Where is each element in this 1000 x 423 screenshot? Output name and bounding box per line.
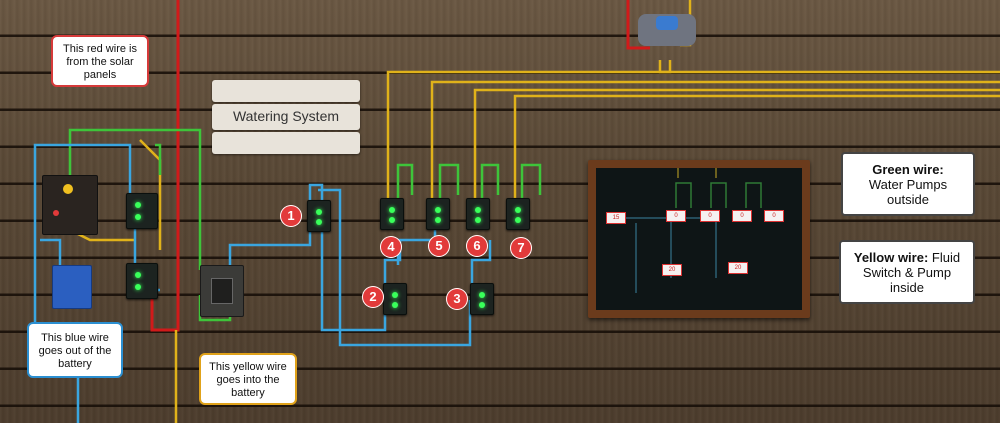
green-wire-legend-text: Water Pumps outside (868, 177, 948, 207)
switch-led-icon (479, 292, 485, 298)
sign-plank (212, 104, 360, 130)
panel-tag: 0 (732, 210, 752, 222)
red-wire (150, 0, 650, 332)
switch-led-icon (515, 207, 521, 213)
panel-tag: 0 (666, 210, 686, 222)
switch-4[interactable] (380, 198, 404, 230)
panel-tag: 0 (764, 210, 784, 222)
yellow-wire-callout: This yellow wire goes into the battery (199, 353, 297, 405)
marker-7: 7 (510, 237, 532, 259)
switch-left-top[interactable] (126, 193, 158, 229)
charge-controller[interactable] (42, 175, 98, 235)
marker-2: 2 (362, 286, 384, 308)
switch-led-icon (316, 219, 322, 225)
switch-left-bottom[interactable] (126, 263, 158, 299)
yellow-wire-legend-title: Yellow wire: (853, 250, 929, 265)
controller-led-icon (53, 210, 59, 216)
water-pump[interactable] (638, 14, 696, 46)
switch-led-icon (316, 209, 322, 215)
marker-3: 3 (446, 288, 468, 310)
box-window-icon (211, 278, 233, 304)
switch-3[interactable] (470, 283, 494, 315)
yellow-wire-legend-text: Fluid Switch & Pump inside (862, 250, 961, 295)
switch-1[interactable] (307, 200, 331, 232)
switch-led-icon (389, 217, 395, 223)
fluid-switch-box[interactable] (200, 265, 244, 317)
battery[interactable] (52, 265, 92, 309)
switch-led-icon (392, 302, 398, 308)
panel-tag: 15 (606, 212, 626, 224)
switch-led-icon (135, 214, 141, 220)
yellow-wire-legend: Yellow wire: Fluid Switch & Pump inside (839, 240, 975, 304)
marker-4: 4 (380, 236, 402, 258)
panel-tag: 0 (700, 210, 720, 222)
watering-system-sign: Watering System (212, 80, 360, 154)
panel-screen: 15 0 0 0 0 20 20 (596, 168, 802, 310)
switch-led-icon (515, 217, 521, 223)
controller-indicator-icon (63, 184, 73, 194)
green-wire-legend: Green wire: Water Pumps outside (841, 152, 975, 216)
switch-led-icon (435, 217, 441, 223)
green-wire-legend-title: Green wire: (872, 162, 944, 177)
pump-motor-icon (656, 16, 678, 30)
sign-plank (212, 132, 360, 154)
switch-led-icon (392, 292, 398, 298)
marker-1: 1 (280, 205, 302, 227)
switch-5[interactable] (426, 198, 450, 230)
panel-tag: 20 (662, 264, 682, 276)
sign-label: Watering System (232, 108, 340, 124)
switch-led-icon (135, 202, 141, 208)
circuit-overview-panel[interactable]: 15 0 0 0 0 20 20 (588, 160, 810, 318)
switch-led-icon (475, 217, 481, 223)
sign-plank (212, 80, 360, 102)
red-wire-callout: This red wire is from the solar panels (51, 35, 149, 87)
switch-led-icon (475, 207, 481, 213)
marker-6: 6 (466, 235, 488, 257)
switch-led-icon (135, 272, 141, 278)
switch-6[interactable] (466, 198, 490, 230)
switch-2[interactable] (383, 283, 407, 315)
panel-diagram (612, 168, 762, 293)
switch-led-icon (135, 284, 141, 290)
blue-wire-callout: This blue wire goes out of the battery (27, 322, 123, 378)
switch-7[interactable] (506, 198, 530, 230)
panel-tag: 20 (728, 262, 748, 274)
switch-led-icon (435, 207, 441, 213)
switch-led-icon (389, 207, 395, 213)
switch-led-icon (479, 302, 485, 308)
marker-5: 5 (428, 235, 450, 257)
